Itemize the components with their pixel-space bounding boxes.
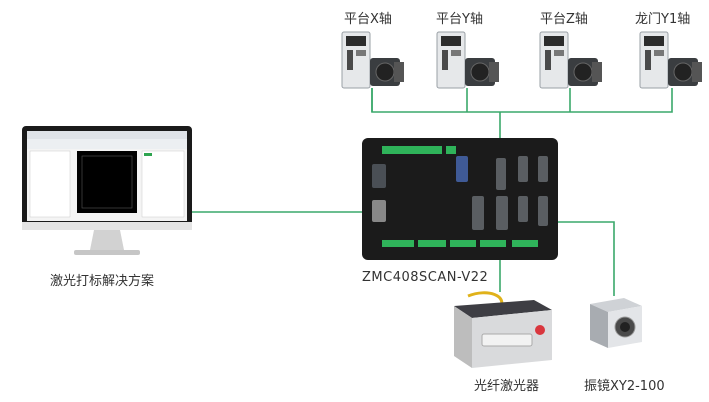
- galvo-label: 振镜XY2-100: [584, 379, 665, 394]
- galvo-scanner: [584, 292, 646, 352]
- servo-drive-y: [433, 28, 501, 90]
- servo-drive-y1: [636, 28, 704, 90]
- galvo-icon: [590, 298, 642, 348]
- servo-icon: [639, 31, 702, 89]
- controller-icon: [362, 138, 558, 260]
- servo-icon: [539, 31, 602, 89]
- laser-label: 光纤激光器: [474, 379, 540, 394]
- servo-x-label: 平台X轴: [344, 12, 392, 27]
- monitor-icon: [22, 126, 192, 255]
- servo-y-label: 平台Y轴: [436, 12, 483, 27]
- servo-y1-label: 龙门Y1轴: [635, 12, 691, 27]
- pc-monitor: [22, 126, 192, 260]
- servo-icon: [341, 31, 404, 89]
- servo-drive-x: [338, 28, 406, 90]
- laser-icon: [454, 291, 552, 368]
- pc-label: 激光打标解决方案: [50, 274, 155, 289]
- controller-label: ZMC408SCAN-V22: [362, 270, 489, 285]
- fiber-laser: [448, 290, 554, 370]
- servo-z-label: 平台Z轴: [540, 12, 588, 27]
- bus-wire: [371, 88, 673, 113]
- servo-drive-z: [536, 28, 604, 90]
- controller-to-galvo-wire: [543, 221, 615, 296]
- motion-controller: [362, 138, 558, 260]
- servo-icon: [436, 31, 499, 89]
